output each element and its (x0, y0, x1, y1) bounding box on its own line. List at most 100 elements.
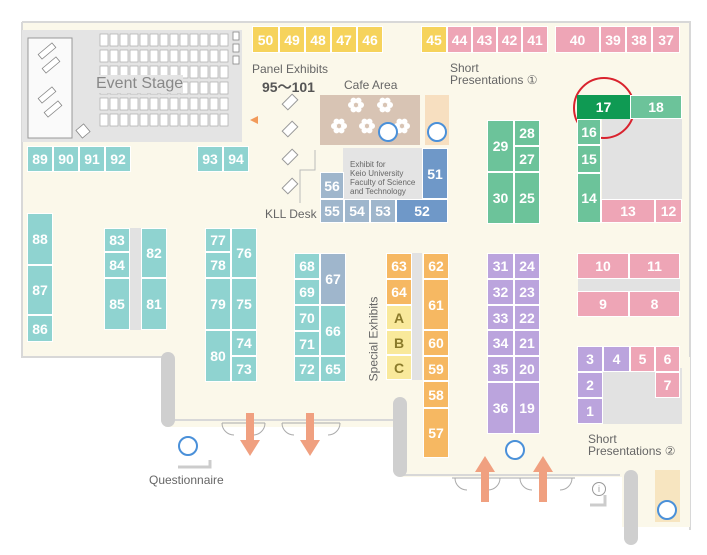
booth-8[interactable]: 8 (629, 291, 680, 317)
booth-62[interactable]: 62 (423, 253, 449, 279)
booth-88[interactable]: 88 (27, 213, 53, 265)
booth-1[interactable]: 1 (577, 398, 603, 424)
stage-seat (159, 49, 169, 63)
booth-32[interactable]: 32 (487, 279, 514, 305)
booth-2[interactable]: 2 (577, 372, 603, 398)
booth-28[interactable]: 28 (514, 120, 540, 146)
booth-92[interactable]: 92 (105, 146, 131, 172)
booth-11[interactable]: 11 (629, 253, 680, 279)
booth-53[interactable]: 53 (370, 199, 396, 223)
booth-73[interactable]: 73 (231, 356, 257, 382)
booth-93[interactable]: 93 (197, 146, 223, 172)
booth-24[interactable]: 24 (514, 253, 540, 279)
booth-33[interactable]: 33 (487, 305, 514, 330)
booth-17[interactable]: 17 (577, 95, 630, 119)
booth-29[interactable]: 29 (487, 120, 514, 172)
booth-46[interactable]: 46 (357, 26, 383, 53)
booth-5[interactable]: 5 (630, 346, 655, 372)
booth-36[interactable]: 36 (487, 382, 514, 434)
booth-14[interactable]: 14 (577, 173, 601, 223)
booth-72[interactable]: 72 (294, 356, 320, 382)
booth-35[interactable]: 35 (487, 356, 514, 382)
booth-42[interactable]: 42 (497, 26, 522, 53)
booth-52[interactable]: 52 (396, 199, 448, 223)
booth-54[interactable]: 54 (344, 199, 370, 223)
booth-A[interactable]: A (386, 305, 412, 330)
booth-6[interactable]: 6 (655, 346, 680, 372)
booth-7[interactable]: 7 (655, 372, 680, 398)
booth-75[interactable]: 75 (231, 278, 257, 330)
booth-59[interactable]: 59 (423, 356, 449, 381)
booth-38[interactable]: 38 (626, 26, 652, 53)
booth-44[interactable]: 44 (447, 26, 472, 53)
booth-22[interactable]: 22 (514, 305, 540, 330)
booth-79[interactable]: 79 (205, 278, 231, 330)
booth-70[interactable]: 70 (294, 305, 320, 331)
booth-78[interactable]: 78 (205, 252, 231, 278)
booth-51[interactable]: 51 (422, 148, 448, 199)
booth-58[interactable]: 58 (423, 381, 449, 408)
booth-20[interactable]: 20 (514, 356, 540, 382)
booth-10[interactable]: 10 (577, 253, 629, 279)
booth-77[interactable]: 77 (205, 228, 231, 252)
booth-67[interactable]: 67 (320, 253, 346, 305)
booth-81[interactable]: 81 (141, 278, 167, 330)
booth-37[interactable]: 37 (652, 26, 680, 53)
booth-16[interactable]: 16 (577, 119, 601, 145)
booth-C[interactable]: C (386, 355, 412, 380)
booth-66[interactable]: 66 (320, 305, 346, 356)
booth-31[interactable]: 31 (487, 253, 514, 279)
booth-76[interactable]: 76 (231, 228, 257, 278)
cafe-table-icon (361, 127, 368, 134)
booth-39[interactable]: 39 (600, 26, 626, 53)
booth-89[interactable]: 89 (27, 146, 53, 172)
cafe-table-icon (401, 118, 408, 125)
booth-48[interactable]: 48 (305, 26, 331, 53)
booth-80[interactable]: 80 (205, 330, 231, 382)
booth-71[interactable]: 71 (294, 331, 320, 356)
booth-9[interactable]: 9 (577, 291, 629, 317)
booth-84[interactable]: 84 (104, 252, 130, 278)
booth-34[interactable]: 34 (487, 330, 514, 356)
booth-63[interactable]: 63 (386, 253, 412, 279)
booth-43[interactable]: 43 (472, 26, 497, 53)
booth-23[interactable]: 23 (514, 279, 540, 305)
booth-41[interactable]: 41 (522, 26, 548, 53)
stage-seat (189, 33, 199, 47)
booth-21[interactable]: 21 (514, 330, 540, 356)
booth-15[interactable]: 15 (577, 145, 601, 173)
booth-27[interactable]: 27 (514, 146, 540, 172)
booth-64[interactable]: 64 (386, 279, 412, 305)
booth-56[interactable]: 56 (320, 172, 344, 199)
booth-86[interactable]: 86 (27, 315, 53, 342)
booth-90[interactable]: 90 (53, 146, 79, 172)
booth-25[interactable]: 25 (514, 172, 540, 224)
booth-87[interactable]: 87 (27, 265, 53, 315)
booth-74[interactable]: 74 (231, 330, 257, 356)
booth-69[interactable]: 69 (294, 279, 320, 305)
booth-4[interactable]: 4 (603, 346, 630, 372)
booth-57[interactable]: 57 (423, 408, 449, 458)
booth-18[interactable]: 18 (630, 95, 682, 119)
booth-65[interactable]: 65 (320, 356, 346, 382)
booth-45[interactable]: 45 (421, 26, 447, 53)
booth-61[interactable]: 61 (423, 279, 449, 330)
booth-68[interactable]: 68 (294, 253, 320, 279)
booth-19[interactable]: 19 (514, 382, 540, 434)
booth-3[interactable]: 3 (577, 346, 603, 372)
booth-40[interactable]: 40 (555, 26, 600, 53)
booth-13[interactable]: 13 (601, 199, 655, 223)
booth-30[interactable]: 30 (487, 172, 514, 224)
booth-B[interactable]: B (386, 330, 412, 355)
booth-55[interactable]: 55 (320, 199, 344, 223)
booth-91[interactable]: 91 (79, 146, 105, 172)
booth-60[interactable]: 60 (423, 330, 449, 356)
booth-94[interactable]: 94 (223, 146, 249, 172)
booth-85[interactable]: 85 (104, 278, 130, 330)
booth-49[interactable]: 49 (279, 26, 305, 53)
booth-83[interactable]: 83 (104, 228, 130, 252)
booth-50[interactable]: 50 (252, 26, 279, 53)
booth-82[interactable]: 82 (141, 228, 167, 278)
booth-12[interactable]: 12 (655, 199, 682, 223)
booth-47[interactable]: 47 (331, 26, 357, 53)
